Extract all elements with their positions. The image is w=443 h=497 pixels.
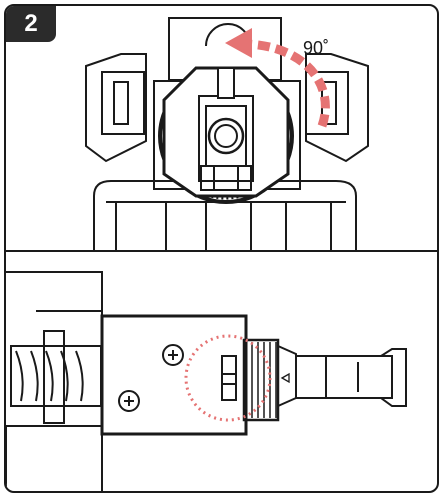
- rotation-angle-label: 90˚: [303, 38, 330, 58]
- triangle-pointer-icon: [280, 372, 290, 384]
- diagram-frame: 2 90˚: [4, 4, 439, 493]
- phillips-screw-icon: [118, 390, 140, 412]
- rotation-arrow-icon: [245, 39, 330, 128]
- phillips-screw-icon: [162, 344, 184, 366]
- top-panel-illustration: [85, 17, 369, 250]
- step-badge: 2: [6, 6, 56, 42]
- illustration: [6, 17, 407, 491]
- panel-divider: [6, 250, 437, 252]
- bottom-panel-illustration: [6, 271, 407, 491]
- highlight-circle: [184, 334, 272, 422]
- rotation-arrow-head: [225, 28, 252, 58]
